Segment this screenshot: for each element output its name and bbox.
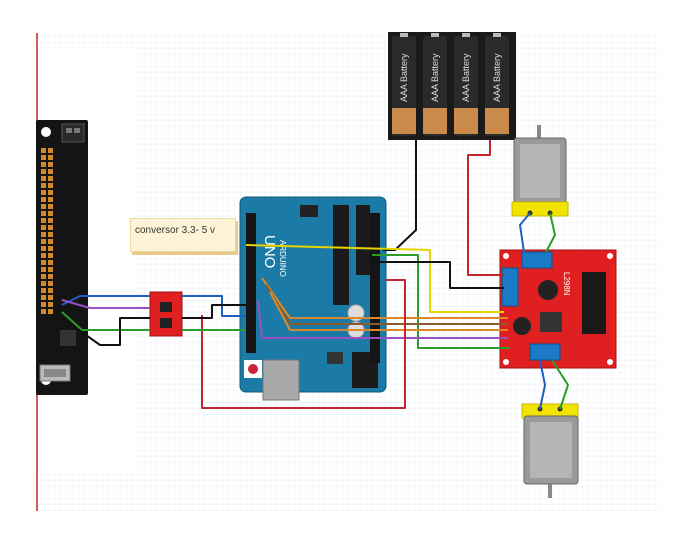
header-pin bbox=[48, 295, 53, 300]
dev-board bbox=[36, 120, 88, 395]
battery-label: AAA Battery bbox=[492, 53, 502, 102]
wires bbox=[61, 140, 569, 410]
driver-label: L298N bbox=[562, 272, 571, 296]
wire-motor-top-blue bbox=[519, 212, 531, 253]
wire-purple bbox=[257, 299, 508, 339]
header-pin bbox=[48, 162, 53, 167]
arduino-brand: UNO bbox=[261, 235, 278, 268]
header-pin bbox=[41, 190, 46, 195]
level-shifter bbox=[149, 291, 183, 337]
header-pin bbox=[48, 183, 53, 188]
header-pin bbox=[41, 295, 46, 300]
wire-black-gnd bbox=[372, 261, 504, 289]
wire-black-left bbox=[61, 317, 150, 346]
header-pin bbox=[41, 169, 46, 174]
header-pin bbox=[48, 239, 53, 244]
header-pin bbox=[41, 176, 46, 181]
header-pin bbox=[48, 232, 53, 237]
battery-label: AAA Battery bbox=[399, 53, 409, 102]
wire-red-loop bbox=[201, 279, 406, 409]
header-pin bbox=[48, 176, 53, 181]
wire-black-right bbox=[182, 304, 246, 319]
battery-label: AAA Battery bbox=[430, 53, 440, 102]
header-pin bbox=[41, 148, 46, 153]
wire-motor-top-green bbox=[545, 212, 556, 253]
header-pin bbox=[41, 253, 46, 258]
header-pin bbox=[41, 232, 46, 237]
wire-yellow bbox=[245, 244, 504, 313]
header-pin bbox=[48, 288, 53, 293]
header-pin bbox=[41, 183, 46, 188]
header-pin bbox=[41, 302, 46, 307]
header-pin bbox=[41, 260, 46, 265]
battery-pack: AAA Battery AAA Battery AAA Battery AAA Bat… bbox=[388, 32, 516, 140]
wire-battery-red bbox=[467, 140, 504, 276]
battery-label: AAA Battery bbox=[461, 53, 471, 102]
header-pin bbox=[48, 260, 53, 265]
header-pin bbox=[48, 253, 53, 258]
header-pin bbox=[41, 281, 46, 286]
header-pin bbox=[41, 155, 46, 160]
header-pin bbox=[41, 218, 46, 223]
battery-cell: AAA Battery bbox=[423, 33, 447, 136]
arduino-sub: ARDUINO bbox=[278, 240, 287, 277]
header-pin bbox=[41, 288, 46, 293]
header-pin bbox=[48, 225, 53, 230]
header-pin bbox=[48, 148, 53, 153]
header-pin bbox=[41, 309, 46, 314]
motor-driver-l298n: L298N bbox=[499, 249, 617, 369]
wire-orange bbox=[261, 277, 508, 319]
header-pin bbox=[48, 204, 53, 209]
wire-battery-black bbox=[383, 140, 417, 251]
motor-top bbox=[511, 125, 569, 217]
header-pin bbox=[41, 162, 46, 167]
converter-note: conversor 3.3- 5 v bbox=[130, 218, 236, 252]
battery-cell: AAA Battery bbox=[392, 33, 416, 136]
wire-purple-left bbox=[61, 299, 150, 309]
wire-green-long bbox=[372, 254, 510, 349]
header-pin bbox=[48, 246, 53, 251]
header-pin bbox=[48, 190, 53, 195]
header-pin bbox=[48, 197, 53, 202]
wire-orange-2 bbox=[269, 291, 508, 331]
arduino-uno: UNO ARDUINO bbox=[239, 196, 387, 401]
header-pin bbox=[48, 281, 53, 286]
header-pin bbox=[41, 267, 46, 272]
wire-motor-bottom-green bbox=[551, 359, 569, 410]
header-pin bbox=[41, 197, 46, 202]
battery-cell: AAA Battery bbox=[485, 33, 509, 136]
header-pin bbox=[41, 225, 46, 230]
header-pin bbox=[41, 239, 46, 244]
header-pin bbox=[48, 218, 53, 223]
motor-bottom bbox=[521, 403, 579, 498]
header-pin bbox=[41, 246, 46, 251]
header-pin bbox=[48, 309, 53, 314]
header-pin bbox=[48, 169, 53, 174]
header-pin bbox=[48, 267, 53, 272]
header-pin bbox=[48, 155, 53, 160]
header-pin bbox=[48, 211, 53, 216]
battery-cell: AAA Battery bbox=[454, 33, 478, 136]
wire-green-left bbox=[61, 311, 150, 331]
header-pin bbox=[48, 302, 53, 307]
header-pin bbox=[41, 274, 46, 279]
header-pin bbox=[48, 274, 53, 279]
header-pin bbox=[41, 211, 46, 216]
header-pin bbox=[41, 204, 46, 209]
wire-motor-bottom-blue bbox=[539, 359, 546, 410]
